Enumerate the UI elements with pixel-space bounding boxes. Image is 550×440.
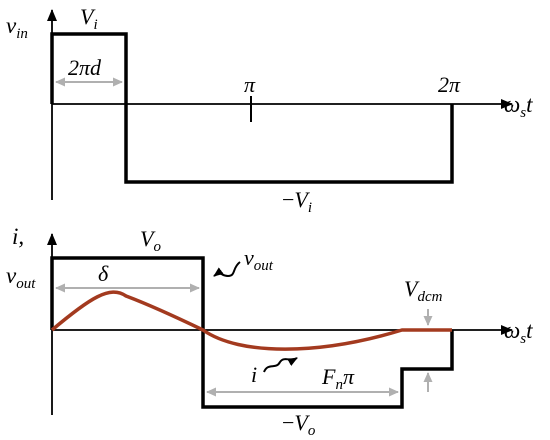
bottom-x-axis-label: ωst — [504, 318, 533, 347]
vout-callout-arrow — [213, 261, 241, 278]
top-y-axis-label: vin — [6, 13, 28, 42]
top-duty-label: 2πd — [68, 55, 102, 80]
bottom-pulse-high-label: Vo — [140, 226, 161, 255]
bottom-y-axis-label-vout: vout — [6, 263, 36, 292]
bottom-plot: i, vout Vo δ vout Vdcm ωst i Fnπ −Vo — [6, 224, 533, 439]
vdcm-label: Vdcm — [404, 276, 443, 305]
top-tick-2pi-label: 2π — [438, 72, 461, 97]
top-plot: vin Vi 2πd π 2π ωst −Vi — [6, 4, 533, 216]
bottom-y-axis-label-current: i, — [12, 224, 24, 249]
delta-label: δ — [98, 261, 109, 286]
top-pulse-low-label: −Vi — [282, 187, 312, 216]
top-tick-pi-label: π — [244, 72, 256, 97]
bottom-output-voltage-waveform — [50, 256, 454, 409]
current-callout-arrow — [263, 357, 298, 373]
bottom-pulse-low-label: −Vo — [282, 410, 316, 439]
vout-callout-label: vout — [244, 245, 274, 274]
top-x-axis-label: ωst — [504, 92, 533, 121]
top-pulse-high-label: Vi — [80, 4, 98, 33]
current-callout-label: i — [251, 362, 257, 387]
fn-label: Fnπ — [321, 364, 355, 393]
top-input-voltage-waveform — [50, 32, 454, 184]
current-waveform — [50, 290, 452, 351]
